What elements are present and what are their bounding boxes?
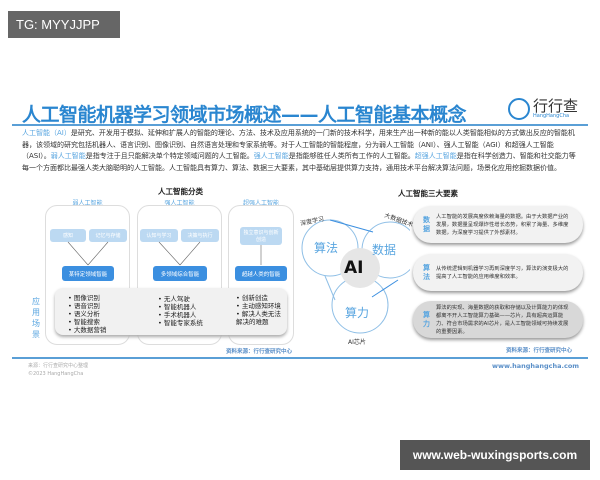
input-box: 决策与执行 [181, 229, 219, 242]
source-left: 资料来源：行行查研究中心 [226, 349, 293, 355]
footer-copyright: ©2023 HangHangCha [28, 371, 84, 377]
lobe-compute: 算力 [345, 306, 370, 320]
term-strong: 强人工智能 [253, 152, 289, 160]
term-weak: 弱人工智能 [50, 152, 86, 160]
source-right: 资料来源：行行查研究中心 [506, 348, 573, 354]
list-item: 手术机器人 [158, 311, 203, 319]
page-title: 人工智能机器学习领域市场概述——人工智能基本概念 [22, 104, 467, 126]
result-box: 多领域综合智能 [153, 266, 207, 281]
logo-name: 行行查 [533, 97, 579, 115]
scenario-list-strong: 无人驾驶智能机器人手术机器人智能专家系统 [158, 295, 203, 327]
intro-text: 人工智能（AI）是研究、开发用于模拟、延伸和扩展人的智能的理论、方法、技术及应用… [22, 128, 582, 174]
column-title: 超强人工智能 [242, 200, 279, 207]
footer-url[interactable]: www.hanghangcha.com [492, 362, 580, 370]
card-data: 数据人工智能的发展高度依赖海量的数据。由于大数据产业的发展，数据量呈现爆炸性增长… [413, 206, 583, 243]
card-text: 人工智能的发展高度依赖海量的数据。由于大数据产业的发展，数据量呈现爆炸性增长态势… [436, 213, 569, 236]
term-ai: 人工智能（AI） [22, 129, 71, 137]
list-item: 智能专家系统 [158, 319, 203, 327]
watermark-bottom: www.web-wuxingsports.com [400, 440, 590, 470]
footer-divider [12, 357, 588, 359]
ai-elements-diagram [301, 219, 410, 334]
ai-center: AI [344, 258, 364, 278]
result-box: 超越人类的智能 [235, 266, 287, 281]
input-box: 感知 [50, 229, 86, 242]
list-item: 智能搜索 [68, 318, 106, 326]
elements-title: 人工智能三大要素 [398, 189, 458, 198]
scenario-list-weak: 图像识别语音识别语义分析智能搜索大数据营销 [68, 294, 107, 334]
card-text: 算法的实现、海量数据的获取和存储以及计算能力的体现都离不开人工智能算力基础——芯… [436, 304, 569, 335]
list-item: 解决人类无法解决的难题 [236, 310, 286, 326]
term-super: 超强人工智能 [414, 152, 457, 160]
footer-left: 来源：行行查研究中心整理 ©2023 HangHangCha [28, 362, 88, 378]
lobe-data: 数据 [372, 243, 397, 257]
list-item: 语义分析 [68, 310, 106, 318]
list-item: 创新创造 [236, 294, 286, 302]
intro-super: 是指在科学创造力、智能和社交能力等每一个方面都比最强人类大脑聪明的人工智能。人工… [22, 152, 576, 172]
intro-weak: 是指专注于且只能解决单个特定领域问题的人工智能。 [85, 152, 254, 160]
list-item: 无人驾驶 [158, 295, 203, 303]
list-item: 语音识别 [68, 302, 106, 310]
scenario-label: 应用场景 [32, 297, 40, 339]
card-key: 算力 [423, 310, 430, 328]
column-weak [45, 205, 130, 345]
lobe-algorithm: 算法 [314, 241, 339, 255]
list-item: 图像识别 [68, 294, 106, 302]
flow-arrows [67, 241, 262, 266]
logo-sub: HangHangCha [533, 113, 570, 119]
input-box: 记忆与存储 [89, 229, 127, 242]
column-title: 弱人工智能 [72, 200, 103, 207]
column-title: 强人工智能 [164, 200, 195, 207]
footer-source: 来源：行行查研究中心整理 [28, 363, 89, 369]
column-strong [137, 205, 222, 345]
list-item: 智能机器人 [158, 303, 203, 311]
watermark-top: TG: MYYJJPP [8, 11, 120, 38]
card-key: 数据 [423, 215, 430, 233]
list-item: 大数据营销 [68, 326, 107, 334]
column-super [228, 205, 294, 345]
result-box: 某特定领域智能 [62, 266, 114, 281]
divider [12, 124, 588, 126]
logo-icon [508, 98, 530, 120]
scenario-list-super: 创新创造主动感知环境解决人类无法解决的难题 [236, 294, 286, 326]
card-compute: 算力算法的实现、海量数据的获取和存储以及计算能力的体现都离不开人工智能算力基础—… [413, 301, 583, 338]
tag-ai-chip: AI芯片 [348, 339, 366, 346]
intro-strong: 是指能够胜任人类所有工作的人工智能。 [288, 152, 415, 160]
card-text: 从传统逻辑到机器学习再到深度学习，算法的演变极大的提高了人工智能的应用维度和效率… [436, 265, 569, 280]
classification-title: 人工智能分类 [158, 187, 203, 196]
intro-p1: 是研究、开发用于模拟、延伸和扩展人的智能的理论、方法、技术及应用系统的一门新的技… [22, 129, 575, 160]
list-item: 主动感知环境 [236, 302, 286, 310]
input-box: 认知与学习 [140, 229, 178, 242]
input-box: 独立意识与创新创造 [240, 227, 282, 245]
card-algorithm: 算法从传统逻辑到机器学习再到深度学习，算法的演变极大的提高了人工智能的应用维度和… [413, 254, 583, 291]
card-key: 算法 [423, 263, 430, 281]
